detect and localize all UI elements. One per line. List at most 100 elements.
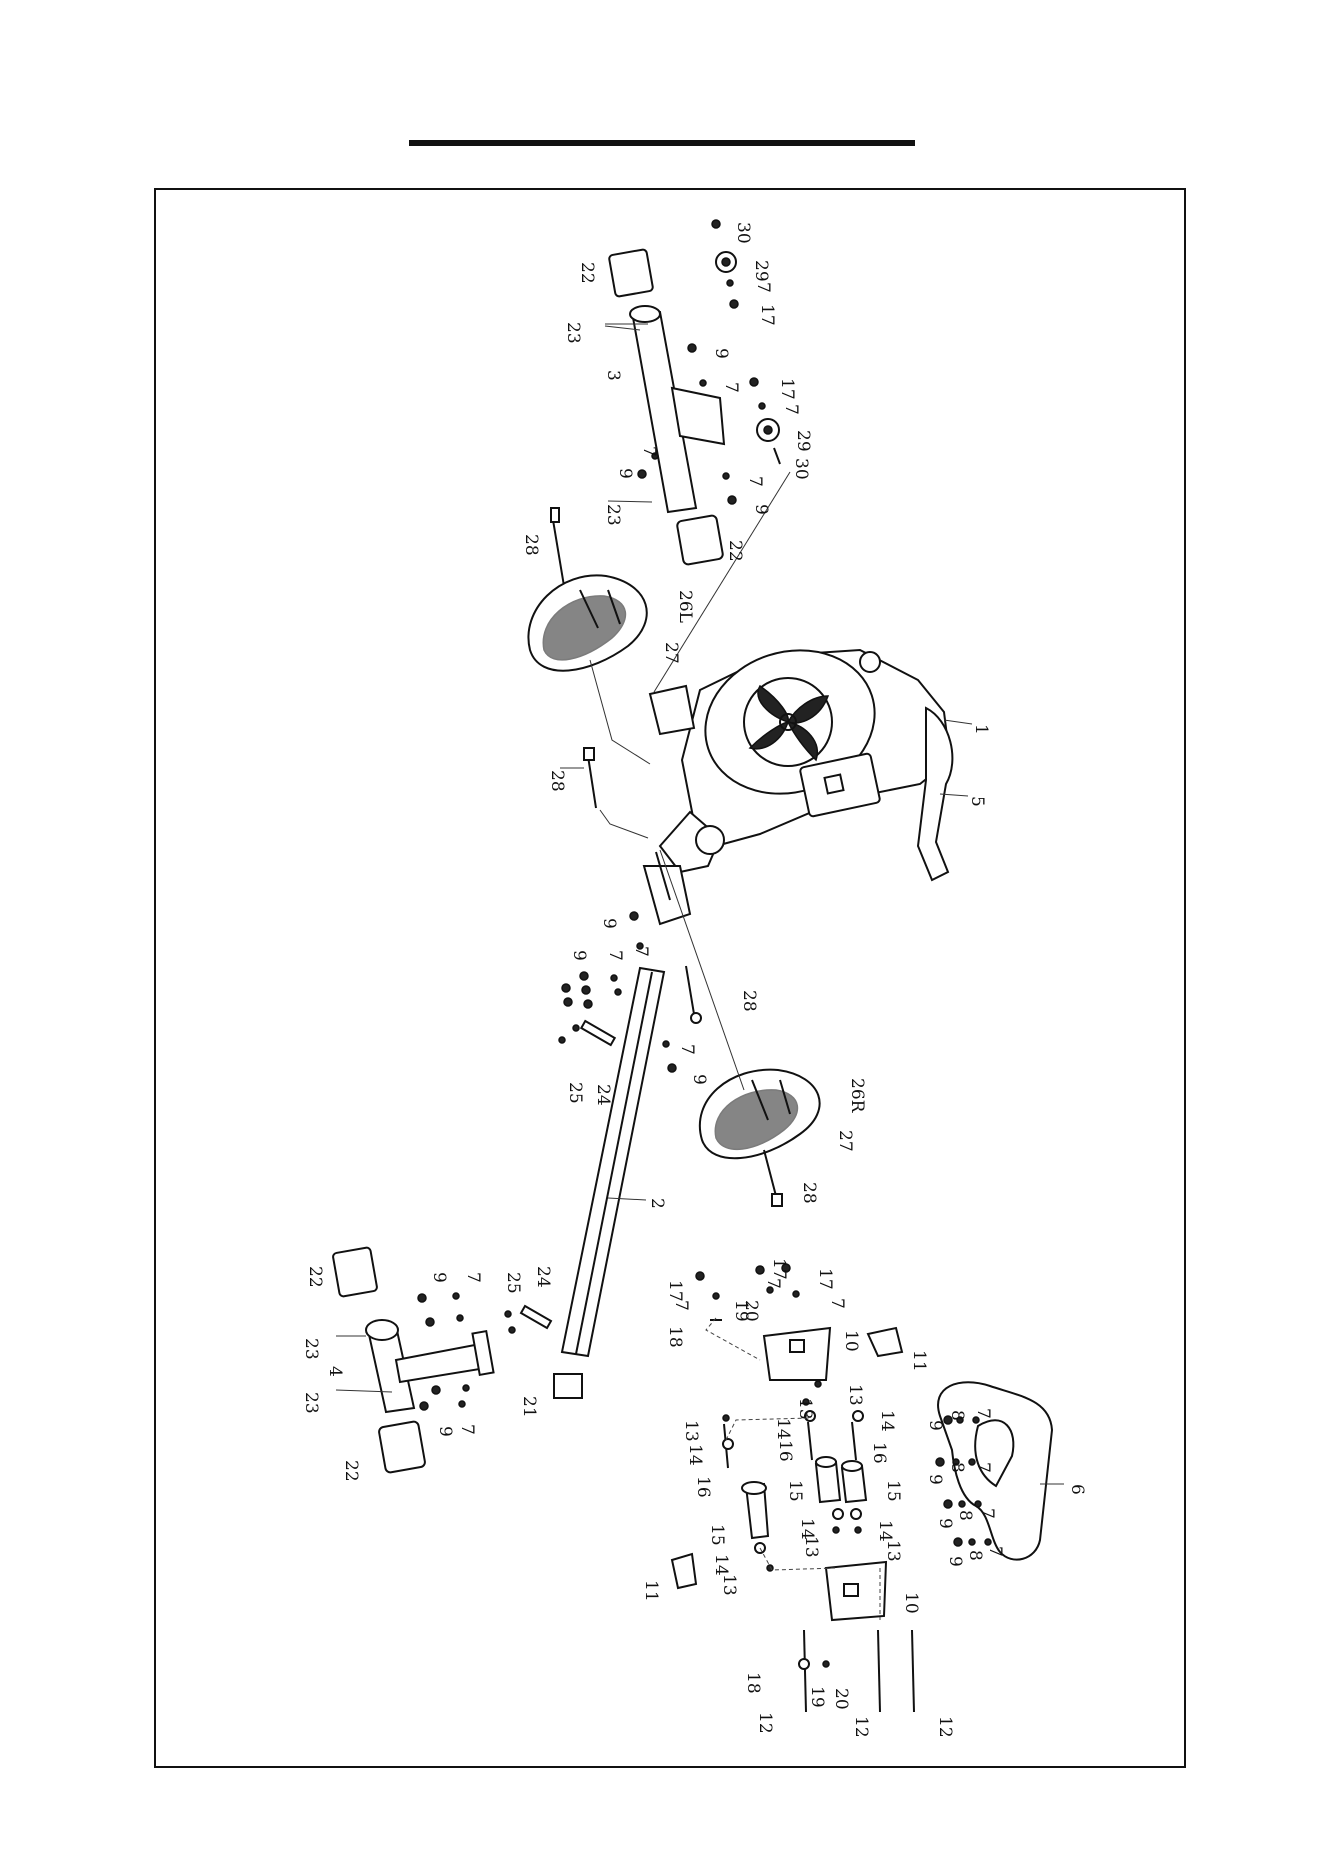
part-callout-c9d: 9 [599,918,619,929]
part-callout-c5: 5 [967,796,987,807]
axle-bolt-part [560,748,648,838]
part-callout-c13a: 13 [795,1398,815,1420]
part-callout-c22b: 22 [725,540,745,562]
part-callout-c26r: 26R [847,1078,867,1114]
part-callout-c7e: 7 [745,476,765,487]
part-callout-c21: 21 [519,1396,539,1418]
part-callout-c13e: 13 [883,1540,903,1562]
part-callout-c7p: 7 [977,1508,997,1519]
part-callout-c27b: 27 [835,1130,855,1152]
part-callout-c23b: 23 [603,504,623,526]
part-callout-c18b: 18 [743,1672,763,1694]
part-callout-c7a: 7 [753,282,773,293]
part-callout-c16a: 16 [775,1440,795,1462]
part-callout-c25a: 25 [565,1082,585,1104]
part-callout-c13d: 13 [801,1536,821,1558]
part-callout-c28d: 28 [799,1182,819,1204]
part-callout-c7b: 7 [721,382,741,393]
part-callout-c8b: 8 [947,1462,967,1473]
part-callout-c17c: 17 [769,1258,789,1280]
part-callout-c19b: 19 [807,1686,827,1708]
part-callout-c23a: 23 [563,322,583,344]
part-callout-c30a: 30 [733,222,753,244]
part-callout-c12a: 12 [755,1712,775,1734]
part-callout-c7o: 7 [973,1462,993,1473]
part-callout-c14f: 14 [711,1554,731,1576]
main-frame-part [644,629,972,924]
part-callout-c9g: 9 [429,1272,449,1283]
part-callout-c7l: 7 [827,1298,847,1309]
part-callout-c6: 6 [1067,1484,1087,1495]
part-callout-c9b: 9 [751,504,771,515]
part-callout-c9k: 9 [935,1518,955,1529]
part-callout-c29a: 29 [751,260,771,282]
part-callout-c7m: 7 [671,1300,691,1311]
part-callout-c28a: 28 [521,534,541,556]
part-callout-c28c: 28 [739,990,759,1012]
part-callout-c7c: 7 [781,404,801,415]
part-callout-c7i: 7 [463,1272,483,1283]
part-callout-c8d: 8 [965,1550,985,1561]
part-callout-c27a: 27 [661,642,681,664]
part-callout-c18a: 18 [665,1326,685,1348]
part-callout-c12c: 12 [935,1716,955,1738]
part-callout-c9f: 9 [689,1074,709,1085]
part-callout-c24b: 24 [533,1266,553,1288]
part-callout-c9l: 9 [945,1556,965,1567]
part-callout-c19a: 19 [731,1300,751,1322]
part-callout-c7j: 7 [457,1424,477,1435]
part-callout-c4: 4 [325,1366,345,1377]
part-callout-c15b: 15 [883,1480,903,1502]
part-callout-c7n: 7 [973,1408,993,1419]
part-callout-c13b: 13 [845,1384,865,1406]
part-callout-c8a: 8 [947,1410,967,1421]
part-callout-c17e: 17 [815,1268,835,1290]
callout-labels: 302971722233971772930797923222826L271528… [301,222,1087,1738]
part-callout-c14a: 14 [773,1418,793,1440]
part-callout-c9c: 9 [615,468,635,479]
part-callout-c2: 2 [647,1198,667,1209]
part-callout-c16b: 16 [869,1442,889,1464]
part-callout-c7f: 7 [631,946,651,957]
part-callout-c12b: 12 [851,1716,871,1738]
part-callout-c29b: 29 [793,430,813,452]
part-callout-c24a: 24 [593,1084,613,1106]
part-callout-c13f: 13 [719,1574,739,1596]
part-callout-c30b: 30 [791,458,811,480]
part-callout-c7k: 7 [763,1278,783,1289]
part-callout-c23c: 23 [301,1338,321,1360]
part-callout-c11a: 11 [909,1350,929,1372]
part-callout-c9i: 9 [925,1420,945,1431]
left-pedal-part [528,508,650,764]
part-callout-c10a: 10 [841,1330,861,1352]
part-callout-c7g: 7 [605,950,625,961]
part-callout-c22a: 22 [577,262,597,284]
part-callout-c7q: 7 [985,1546,1005,1557]
part-callout-c22d: 22 [341,1460,361,1482]
part-callout-c20b: 20 [831,1688,851,1710]
part-callout-c17a: 17 [757,304,777,326]
part-callout-c25b: 25 [503,1272,523,1294]
part-callout-c14b: 14 [877,1410,897,1432]
part-callout-c15c: 15 [707,1524,727,1546]
part-callout-c14c: 14 [685,1444,705,1466]
part-callout-c1: 1 [971,724,991,735]
part-callout-c22c: 22 [305,1266,325,1288]
part-callout-c14e: 14 [875,1520,895,1542]
part-callout-c17b: 17 [777,378,797,400]
part-callout-c8c: 8 [955,1510,975,1521]
part-callout-c9h: 9 [435,1426,455,1437]
part-callout-c9e: 9 [569,950,589,961]
part-callout-c28b: 28 [547,770,567,792]
part-callout-c9j: 9 [925,1474,945,1485]
part-callout-c10b: 10 [901,1592,921,1614]
part-callout-c9a: 9 [711,348,731,359]
part-callout-c3: 3 [603,370,623,381]
part-callout-c13c: 13 [681,1420,701,1442]
part-callout-c11b: 11 [641,1580,661,1602]
part-callout-c23d: 23 [301,1392,321,1414]
part-callout-c26l: 26L [675,590,695,623]
part-callout-c15a: 15 [785,1480,805,1502]
part-callout-c16c: 16 [693,1476,713,1498]
